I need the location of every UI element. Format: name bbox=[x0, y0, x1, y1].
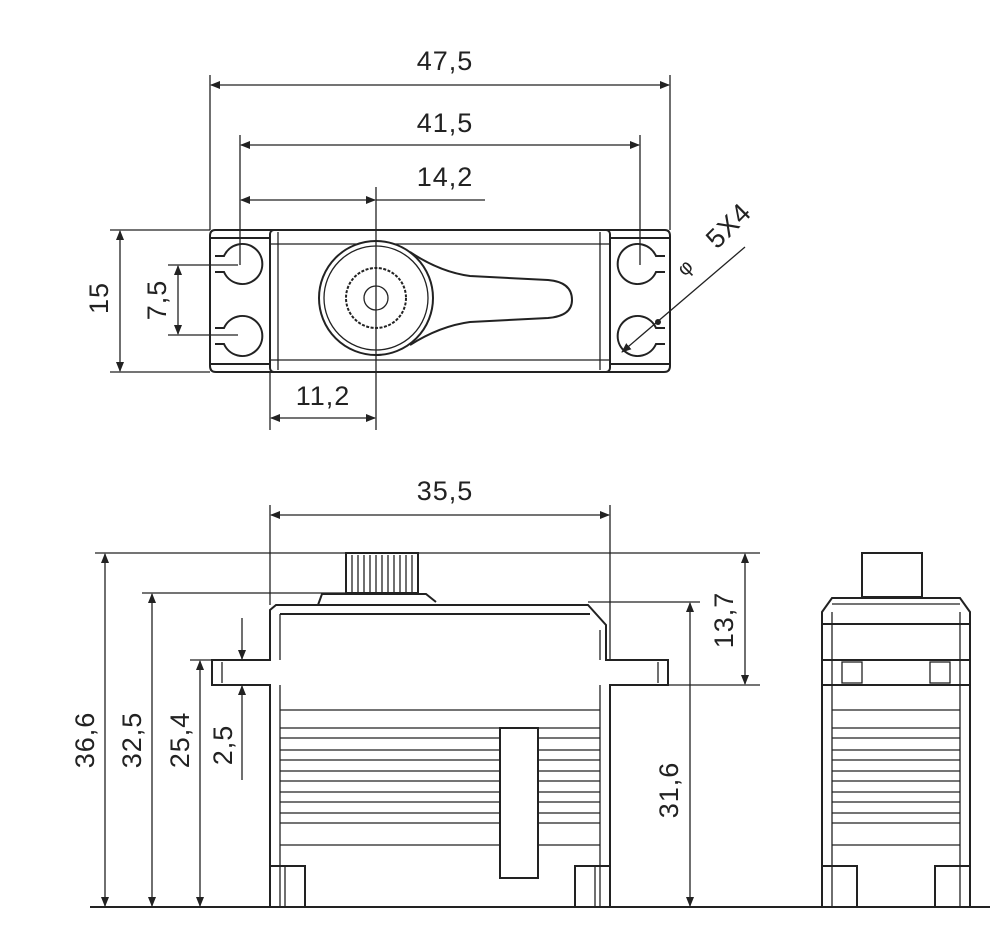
servo-case-side bbox=[211, 604, 669, 908]
flange-outline bbox=[209, 229, 671, 373]
dim-hole-size: 5X4 bbox=[700, 197, 757, 254]
dim-flange-height-from-bottom: 25,4 bbox=[165, 712, 195, 769]
dim-hole-spacing: 41,5 bbox=[417, 108, 474, 138]
case-ribs bbox=[280, 709, 600, 846]
dim-overall-width: 47,5 bbox=[417, 46, 474, 76]
dim-hole-to-shaft: 14,2 bbox=[417, 162, 474, 192]
diameter-symbol: φ bbox=[673, 255, 698, 280]
dim-total-height: 36,6 bbox=[70, 712, 100, 769]
end-view bbox=[821, 552, 971, 908]
dim-hole-vertical-spacing: 7,5 bbox=[142, 280, 172, 321]
dim-flange-thickness: 2,5 bbox=[208, 725, 238, 766]
dim-body-height: 31,6 bbox=[654, 762, 684, 819]
dim-body-to-shaft: 11,2 bbox=[296, 381, 351, 411]
end-spline bbox=[861, 552, 923, 598]
mount-holes bbox=[215, 243, 665, 357]
dim-top-to-flange: 13,7 bbox=[709, 592, 739, 649]
dim-case-height: 32,5 bbox=[117, 712, 147, 769]
top-view: 47,5 41,5 14,2 15 7,5 11,2 φ 5X4 bbox=[84, 46, 757, 430]
side-view: 35,5 36,6 32,5 25,4 2,5 13,7 31,6 bbox=[70, 476, 990, 908]
dim-body-width: 35,5 bbox=[417, 476, 474, 506]
dim-flange-height: 15 bbox=[84, 282, 114, 314]
label-plate bbox=[499, 727, 539, 879]
